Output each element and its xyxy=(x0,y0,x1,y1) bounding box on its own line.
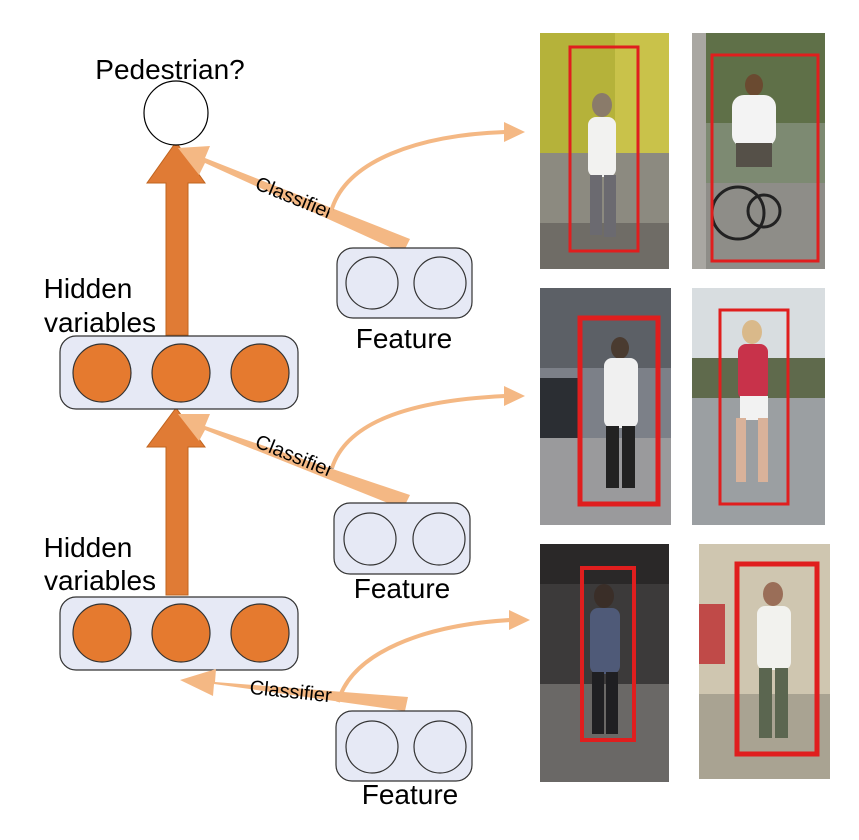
pedestrian-photo-standing-dark xyxy=(540,544,669,782)
hidden-unit xyxy=(151,343,211,403)
feature-label-middle: Feature xyxy=(354,573,451,604)
classifier-arrows xyxy=(178,146,410,711)
feature-label-bottom: Feature xyxy=(362,779,459,810)
curved-arrowhead-middle xyxy=(504,386,525,406)
hidden-layer-bottom xyxy=(59,596,299,671)
hidden-label-top-line1: Hidden xyxy=(44,273,133,304)
pedestrian-photo-cyclist xyxy=(692,33,825,269)
curved-arrowhead-bottom xyxy=(509,610,530,630)
hidden-unit xyxy=(230,343,290,403)
classifier-label-bottom: Classifier xyxy=(249,677,333,708)
hidden-label-bottom-line1: Hidden xyxy=(44,532,133,563)
hidden-unit xyxy=(230,603,290,663)
feature-unit xyxy=(343,512,397,566)
pedestrian-photo-walking-street xyxy=(540,288,671,525)
classifier-label-top: Classifier xyxy=(252,173,337,224)
output-title: Pedestrian? xyxy=(95,54,244,85)
feature-box-bottom xyxy=(335,710,473,782)
classifier-arrow-top xyxy=(178,146,410,253)
classifier-arrow-middle xyxy=(178,414,410,509)
feature-box-top xyxy=(336,247,473,319)
classifier-label-middle: Classifier xyxy=(252,431,337,482)
hidden-unit xyxy=(72,603,132,663)
hidden-layer-top xyxy=(59,335,299,410)
pedestrian-photo-walking-yellow-wall xyxy=(540,33,669,269)
curved-arrow-heads xyxy=(504,122,530,630)
curved-arrowhead-top xyxy=(504,122,525,142)
hidden-label-bottom-line2: variables xyxy=(44,565,156,596)
feature-unit xyxy=(412,512,466,566)
hidden-unit xyxy=(72,343,132,403)
output-node xyxy=(143,80,209,146)
feature-label-top: Feature xyxy=(356,323,453,354)
classifier-arrow-bottom xyxy=(180,669,408,711)
curved-arrow-bottom xyxy=(336,618,511,703)
hidden-unit xyxy=(151,603,211,663)
curved-arrow-middle xyxy=(330,394,506,469)
pedestrian-photo-woman-walking xyxy=(692,288,825,525)
feature-unit xyxy=(413,256,467,310)
feature-unit xyxy=(413,720,467,774)
pedestrian-photo-standing-light xyxy=(699,544,830,779)
feature-unit xyxy=(345,256,399,310)
feature-box-middle xyxy=(333,502,471,575)
feature-unit xyxy=(345,720,399,774)
curved-arrow-top xyxy=(329,130,506,213)
curved-arrows xyxy=(329,130,511,703)
hidden-label-top-line2: variables xyxy=(44,307,156,338)
